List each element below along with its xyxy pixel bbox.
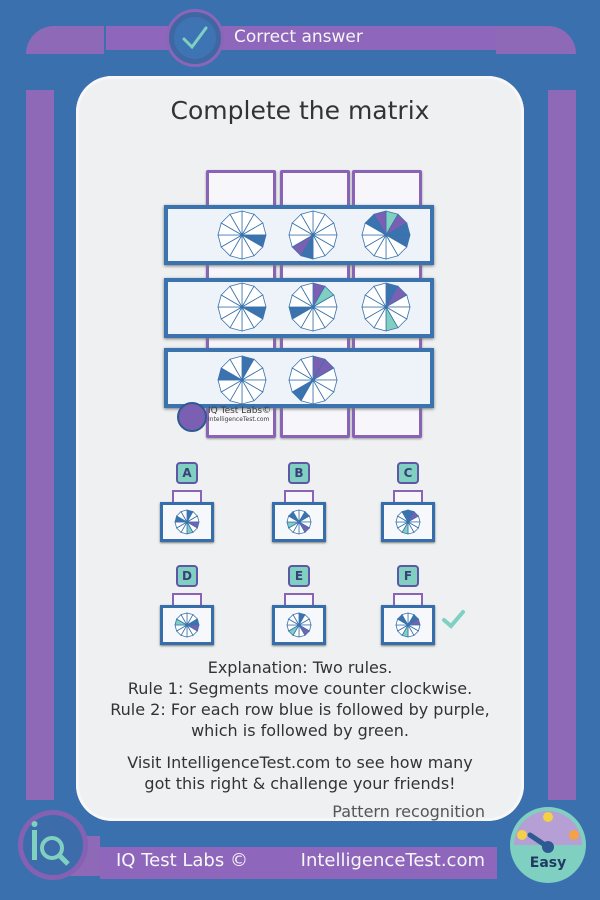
- matrix-row-2: [164, 278, 434, 338]
- option-wheel-3: [395, 509, 421, 535]
- iq-logo-icon: [18, 810, 88, 880]
- footer-site[interactable]: IntelligenceTest.com: [300, 850, 485, 871]
- banner-label: Correct answer: [234, 27, 363, 47]
- check-icon: [174, 17, 216, 59]
- explanation: Explanation: Two rules. Rule 1: Segments…: [110, 658, 490, 740]
- matrix-row-3: [164, 348, 434, 408]
- option-wheel-5: [286, 612, 312, 638]
- difficulty-gauge-icon: Easy: [508, 805, 588, 885]
- option-label: F: [397, 565, 419, 587]
- option-label: D: [176, 565, 198, 587]
- footer-brand: IQ Test Labs ©: [116, 850, 248, 871]
- answer-banner: Correct answer: [106, 26, 496, 50]
- option-wheel: [395, 612, 421, 638]
- option-label: A: [176, 462, 198, 484]
- page-title: Complete the matrix: [170, 96, 430, 125]
- option-wheel-4: [174, 612, 200, 638]
- option-c[interactable]: [381, 502, 435, 542]
- matrix-row-1: [164, 205, 434, 265]
- option-wheel: [286, 509, 312, 535]
- left-stripe: [26, 90, 54, 800]
- option-wheel-6: [395, 612, 421, 638]
- matrix-logo-text: IQ Test Labs© IntelligenceTest.com: [208, 406, 272, 423]
- option-wheel: [395, 509, 421, 535]
- option-wheel-1: [174, 509, 200, 535]
- check-icon: [442, 610, 465, 629]
- magnifier-logo-icon: [177, 402, 207, 432]
- difficulty-label: Easy: [529, 855, 567, 871]
- option-a[interactable]: [160, 502, 214, 542]
- top-right-corner: [496, 26, 576, 54]
- right-stripe: [548, 90, 576, 800]
- visit-text: Visit IntelligenceTest.com to see how ma…: [127, 753, 473, 793]
- footer-bar: IQ Test Labs © IntelligenceTest.com: [100, 847, 497, 879]
- option-wheel-2: [286, 509, 312, 535]
- option-wheel: [174, 612, 200, 638]
- category-label: Pattern recognition: [332, 802, 485, 821]
- option-label: C: [397, 462, 419, 484]
- top-left-corner: [26, 26, 104, 54]
- option-wheel: [286, 612, 312, 638]
- correct-badge: [166, 9, 224, 67]
- option-wheel: [174, 509, 200, 535]
- option-label: B: [288, 462, 310, 484]
- option-label: E: [288, 565, 310, 587]
